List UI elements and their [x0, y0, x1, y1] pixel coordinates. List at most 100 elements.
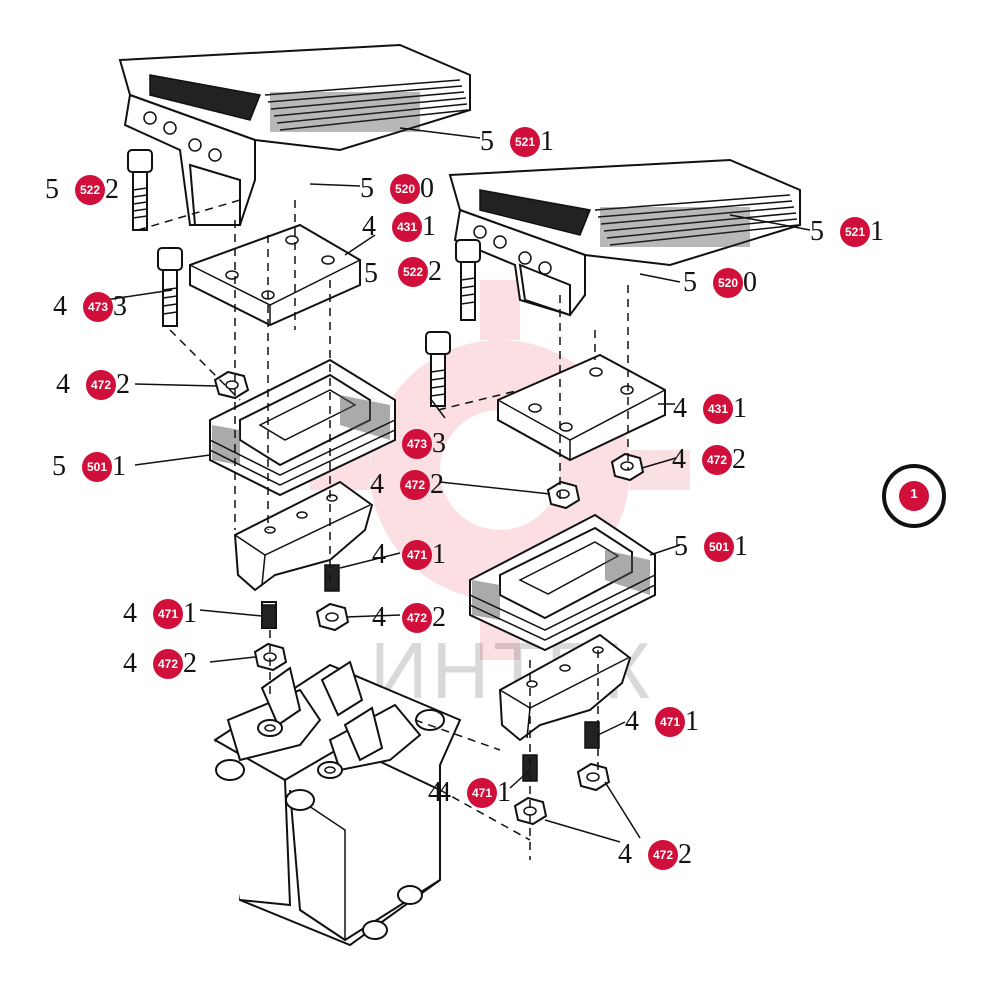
- callout-prefix: 4: [672, 444, 686, 475]
- main-callout-button[interactable]: 1: [880, 462, 948, 530]
- callout-prefix: 4: [56, 369, 70, 400]
- callout-c4extra[interactable]: 4: [428, 776, 458, 810]
- callout-suffix: 0: [420, 173, 434, 204]
- main-callout-ring-icon: [882, 464, 946, 528]
- right-boot-5011: [469, 513, 656, 652]
- callout-badge: 471: [467, 778, 497, 808]
- right-bolt-4733: [425, 331, 451, 407]
- callout-prefix: 5: [45, 174, 59, 205]
- left-stud-a: [261, 564, 340, 629]
- callout-prefix: 4: [428, 777, 442, 808]
- callout-prefix: 5: [683, 267, 697, 298]
- callout-prefix: 5: [52, 451, 66, 482]
- callout-suffix: 0: [743, 267, 757, 298]
- callout-suffix: 1: [734, 531, 748, 562]
- left-bolt-4733: [157, 247, 183, 327]
- right-nut-a: [546, 452, 645, 510]
- left-pedal: [118, 43, 471, 226]
- callout-c5extra[interactable]: 5: [364, 257, 378, 291]
- right-slider: [498, 633, 632, 742]
- callout-prefix: 4: [618, 839, 632, 870]
- main-callout-label: 1: [910, 486, 918, 501]
- callout-suffix: 3: [432, 428, 446, 459]
- right-bolt-5222: [455, 239, 481, 321]
- callout-suffix: 2: [105, 174, 119, 205]
- callout-suffix: 2: [428, 256, 442, 287]
- callout-prefix: 4: [370, 469, 384, 500]
- callout-prefix: 4: [625, 706, 639, 737]
- left-boot-5011: [209, 358, 396, 497]
- callout-suffix: 1: [432, 539, 446, 570]
- callout-prefix: 4: [123, 648, 137, 679]
- callout-prefix: 4: [372, 602, 386, 633]
- callout-suffix: 2: [678, 839, 692, 870]
- callout-badge: 501: [82, 452, 112, 482]
- callout-prefix: 5: [480, 126, 494, 157]
- callout-prefix: 4: [362, 211, 376, 242]
- callout-badge: 471: [655, 707, 685, 737]
- callout-badge: 521: [510, 127, 540, 157]
- left-nut-a: [213, 370, 250, 400]
- callout-prefix: 4: [372, 539, 386, 570]
- callout-badge: 520: [713, 268, 743, 298]
- valve-body: [213, 660, 462, 947]
- callout-badge: 522: [75, 175, 105, 205]
- callout-badge: 471: [402, 540, 432, 570]
- leader-lines: [104, 127, 811, 843]
- callout-prefix: 5: [810, 216, 824, 247]
- callout-badge: 522: [398, 257, 428, 287]
- callout-prefix: 5: [674, 531, 688, 562]
- assembly-guide-lines: [137, 199, 629, 860]
- callout-suffix: 3: [113, 291, 127, 322]
- callout-suffix: 2: [432, 602, 446, 633]
- callout-badge: 521: [840, 217, 870, 247]
- callout-prefix: 5: [360, 173, 374, 204]
- callout-badge: 471: [153, 599, 183, 629]
- callout-badge: 472: [86, 370, 116, 400]
- left-slider: [233, 480, 374, 592]
- left-plate-4311: [189, 223, 361, 327]
- callout-badge: 501: [704, 532, 734, 562]
- callout-suffix: 1: [540, 126, 554, 157]
- callout-prefix: 4: [437, 777, 451, 808]
- callout-prefix: 4: [123, 598, 137, 629]
- left-bolt-5222: [127, 149, 153, 231]
- callout-badge: 473: [402, 429, 432, 459]
- callout-badge: 431: [703, 394, 733, 424]
- callout-prefix: 4: [673, 393, 687, 424]
- callout-suffix: 1: [422, 211, 436, 242]
- callout-badge: 472: [400, 470, 430, 500]
- callout-badge: 520: [390, 174, 420, 204]
- callout-suffix: 1: [870, 216, 884, 247]
- callout-suffix: 1: [112, 451, 126, 482]
- left-nut-b: [253, 602, 350, 672]
- callout-suffix: 5: [364, 258, 378, 289]
- callout-badge: 473: [83, 292, 113, 322]
- callout-badge: 472: [402, 603, 432, 633]
- callout-suffix: 1: [497, 777, 511, 808]
- callout-suffix: 2: [183, 648, 197, 679]
